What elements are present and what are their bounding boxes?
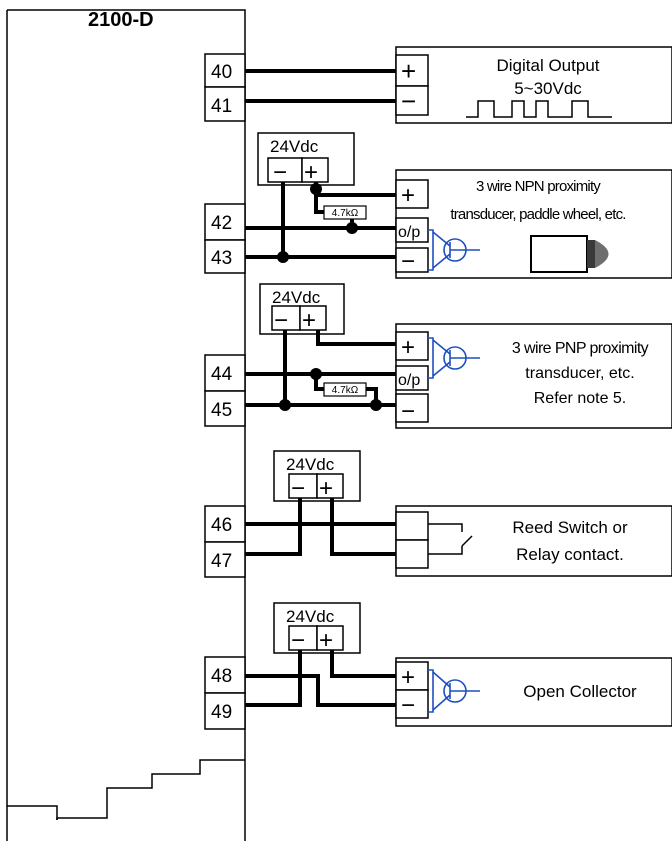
- npn-resistor: 4.7kΩ: [323, 205, 367, 220]
- reed-supply-label: 24Vdc: [286, 455, 335, 474]
- terminal-48-label: 48: [211, 666, 232, 687]
- npn-supply-minus: −: [273, 159, 287, 186]
- oc-wiring: [245, 650, 396, 707]
- open-collector-device: + − Open Collector: [395, 657, 672, 727]
- terminal-43-label: 43: [211, 248, 232, 269]
- npn-resistor-label: 4.7kΩ: [332, 208, 359, 219]
- npn-supply: 24Vdc − +: [257, 132, 355, 186]
- digital-output-voltage: 5~30Vdc: [514, 79, 582, 98]
- oc-supply-plus: +: [319, 627, 333, 654]
- digital-output-title: Digital Output: [497, 56, 600, 75]
- terminal-46: 46: [204, 505, 246, 543]
- terminal-49-label: 49: [211, 702, 232, 723]
- unit-title: 2100-D: [88, 9, 154, 31]
- terminal-46-label: 46: [211, 515, 232, 536]
- terminal-45-label: 45: [211, 400, 232, 421]
- reed-supply: 24Vdc − +: [273, 450, 361, 502]
- pnp-note: Refer note 5.: [534, 390, 627, 407]
- reed-title: Reed Switch or: [512, 518, 628, 537]
- reed-wiring: [245, 498, 396, 556]
- reed-supply-plus: +: [319, 475, 333, 502]
- terminal-48: 48: [204, 656, 246, 694]
- oc-supply-minus: −: [291, 627, 305, 654]
- terminal-44: 44: [204, 354, 246, 392]
- digital-output-device: + − Digital Output 5~30Vdc: [395, 46, 672, 124]
- terminal-40-label: 40: [211, 62, 232, 83]
- npn-supply-plus: +: [304, 159, 318, 186]
- terminal-42: 42: [204, 203, 246, 241]
- terminal-43: 43: [204, 239, 246, 274]
- pnp-supply-minus: −: [274, 307, 288, 334]
- terminal-45: 45: [204, 390, 246, 427]
- pnp-supply-label: 24Vdc: [272, 288, 321, 307]
- pnp-op: o/p: [398, 372, 420, 389]
- npn-device: + o/p − 3 wire NPN proximity transducer,…: [395, 169, 672, 279]
- pnp-transistor-icon: [428, 337, 480, 379]
- oc-transistor-icon: [428, 669, 480, 713]
- npn-title: 3 wire NPN proximity: [476, 178, 601, 195]
- switch-contact-icon: [428, 523, 473, 555]
- npn-minus: −: [401, 248, 415, 275]
- pnp-plus: +: [401, 334, 415, 361]
- pulse-train-icon: [466, 100, 612, 118]
- pnp-wiring: [245, 330, 396, 411]
- npn-op: o/p: [398, 224, 420, 241]
- npn-plus: +: [401, 182, 415, 209]
- oc-plus: +: [401, 664, 415, 691]
- terminal-47: 47: [204, 541, 246, 578]
- oc-minus: −: [401, 692, 415, 719]
- pnp-supply-plus: +: [302, 307, 316, 334]
- oc-title: Open Collector: [523, 682, 637, 701]
- terminal-42-label: 42: [211, 213, 232, 234]
- terminal-41-label: 41: [211, 96, 232, 117]
- oc-supply-label: 24Vdc: [286, 607, 335, 626]
- terminal-47-label: 47: [211, 551, 232, 572]
- pnp-device: + o/p − 3 wire PNP proximity transducer,…: [395, 323, 672, 429]
- proximity-sensor-icon: [530, 235, 609, 273]
- pnp-minus: −: [401, 398, 415, 425]
- reed-supply-minus: −: [291, 475, 305, 502]
- digital-output-minus: −: [401, 86, 416, 116]
- reed-device: Reed Switch or Relay contact.: [395, 505, 672, 577]
- pnp-supply: 24Vdc − +: [259, 283, 345, 335]
- pnp-title: 3 wire PNP proximity: [512, 340, 649, 357]
- terminal-49: 49: [204, 692, 246, 730]
- npn-subtitle: transducer, paddle wheel, etc.: [450, 206, 625, 223]
- pnp-subtitle: transducer, etc.: [525, 365, 634, 382]
- digital-output-plus: +: [401, 56, 416, 86]
- terminal-41: 41: [204, 86, 246, 122]
- npn-transistor-icon: [428, 229, 480, 271]
- npn-supply-label: 24Vdc: [270, 137, 319, 156]
- pnp-resistor: 4.7kΩ: [323, 382, 367, 397]
- npn-wiring: [245, 182, 396, 263]
- reed-subtitle: Relay contact.: [516, 545, 624, 564]
- pnp-resistor-label: 4.7kΩ: [332, 385, 359, 396]
- oc-supply: 24Vdc − +: [273, 602, 361, 654]
- terminal-44-label: 44: [211, 364, 233, 385]
- terminal-40: 40: [204, 53, 246, 88]
